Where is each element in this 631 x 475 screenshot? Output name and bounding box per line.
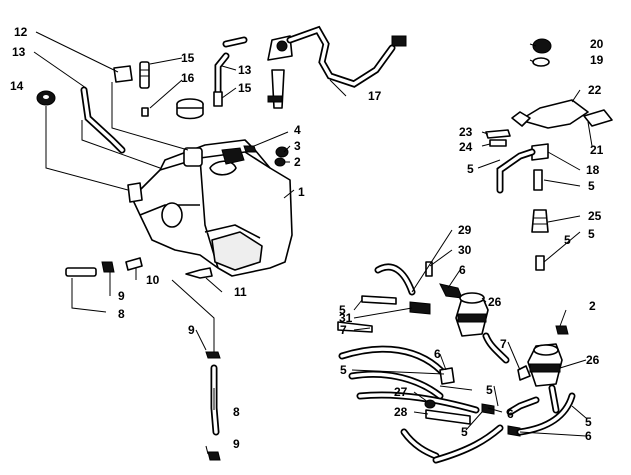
callout-5: 5 bbox=[467, 162, 474, 176]
callout-6: 6 bbox=[507, 407, 514, 421]
callout-12: 12 bbox=[14, 25, 28, 39]
callout-28: 28 bbox=[394, 405, 408, 419]
callout-18: 18 bbox=[586, 163, 600, 177]
grommet bbox=[36, 90, 56, 106]
callout-6: 6 bbox=[459, 263, 466, 277]
oil-tank bbox=[127, 139, 293, 277]
callout-15: 15 bbox=[238, 81, 252, 95]
callout-8: 8 bbox=[118, 307, 125, 321]
filter-bracket-assembly bbox=[485, 38, 613, 271]
callout-5: 5 bbox=[564, 233, 571, 247]
callout-9: 9 bbox=[233, 437, 240, 451]
callout-29: 29 bbox=[458, 223, 472, 237]
tank-outlet-fittings bbox=[65, 257, 221, 461]
callout-5: 5 bbox=[588, 179, 595, 193]
leader-lines bbox=[33, 31, 593, 455]
callout-15: 15 bbox=[181, 51, 195, 65]
callout-1: 1 bbox=[298, 185, 305, 199]
callout-30: 30 bbox=[458, 243, 472, 257]
callout-6: 6 bbox=[434, 347, 441, 361]
clip bbox=[113, 65, 133, 83]
vent-hose-right bbox=[213, 36, 248, 107]
callout-5: 5 bbox=[486, 383, 493, 397]
filter-left bbox=[139, 61, 150, 117]
callout-5: 5 bbox=[340, 363, 347, 377]
tank-hardware bbox=[243, 145, 289, 167]
callout-13: 13 bbox=[12, 45, 26, 59]
callout-7: 7 bbox=[340, 323, 347, 337]
callout-5: 5 bbox=[461, 425, 468, 439]
callout-8: 8 bbox=[233, 405, 240, 419]
callout-5: 5 bbox=[588, 227, 595, 241]
callout-16: 16 bbox=[181, 71, 195, 85]
oil-level-sender bbox=[267, 25, 407, 109]
callout-27: 27 bbox=[394, 385, 408, 399]
callout-23: 23 bbox=[459, 125, 473, 139]
callout-5: 5 bbox=[585, 415, 592, 429]
callout-31: 31 bbox=[339, 311, 353, 325]
callout-22: 22 bbox=[588, 83, 602, 97]
callout-2: 2 bbox=[589, 299, 596, 313]
callout-19: 19 bbox=[590, 53, 604, 67]
callout-7: 7 bbox=[500, 337, 507, 351]
oil-pump-assembly bbox=[337, 261, 576, 464]
callout-9: 9 bbox=[188, 323, 195, 337]
callout-11: 11 bbox=[234, 285, 247, 299]
callout-20: 20 bbox=[590, 37, 604, 51]
callout-2: 2 bbox=[294, 155, 301, 169]
callout-26: 26 bbox=[586, 353, 600, 367]
callout-6: 6 bbox=[585, 429, 592, 443]
callout-5: 5 bbox=[339, 303, 346, 317]
callout-24: 24 bbox=[459, 140, 473, 154]
callout-21: 21 bbox=[590, 143, 604, 157]
callout-4: 4 bbox=[294, 123, 301, 137]
callout-labels: 1 2 2 3 4 5 5 5 5 5 5 5 5 5 6 6 6 6 7 7 … bbox=[10, 25, 604, 451]
callout-26: 26 bbox=[488, 295, 502, 309]
tank-cap bbox=[176, 98, 204, 120]
callout-25: 25 bbox=[588, 209, 602, 223]
callout-13: 13 bbox=[238, 63, 252, 77]
callout-17: 17 bbox=[368, 89, 382, 103]
callout-10: 10 bbox=[146, 273, 160, 287]
callout-14: 14 bbox=[10, 79, 24, 93]
callout-9: 9 bbox=[118, 289, 125, 303]
callout-3: 3 bbox=[294, 139, 301, 153]
